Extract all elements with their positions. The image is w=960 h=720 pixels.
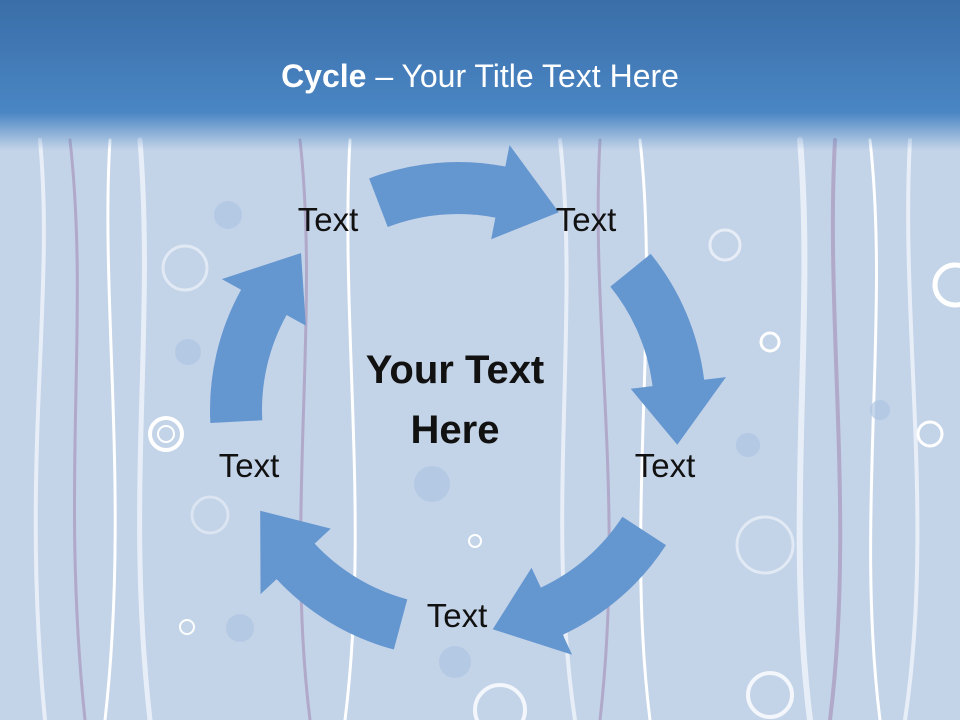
center-text: Your Text Here xyxy=(365,348,545,452)
cycle-arrow-4 xyxy=(260,510,408,650)
cycle-node-label-3: Text xyxy=(634,447,696,484)
cycle-arrow-1 xyxy=(369,144,559,240)
slide-title: Cycle – Your Title Text Here xyxy=(0,52,960,100)
cycle-arrow-3 xyxy=(492,516,666,655)
cycle-arrow-2 xyxy=(610,253,726,445)
cycle-node-label-1: Text xyxy=(297,201,359,238)
cycle-node-label-4: Text xyxy=(426,597,488,634)
cycle-arrow-5 xyxy=(210,253,306,423)
title-bar: Cycle – Your Title Text Here xyxy=(0,0,960,150)
title-rest-part: – Your Title Text Here xyxy=(366,58,679,94)
cycle-node-label-5: Text xyxy=(218,447,280,484)
title-bold-part: Cycle xyxy=(281,58,367,94)
cycle-node-label-2: Text xyxy=(555,201,617,238)
